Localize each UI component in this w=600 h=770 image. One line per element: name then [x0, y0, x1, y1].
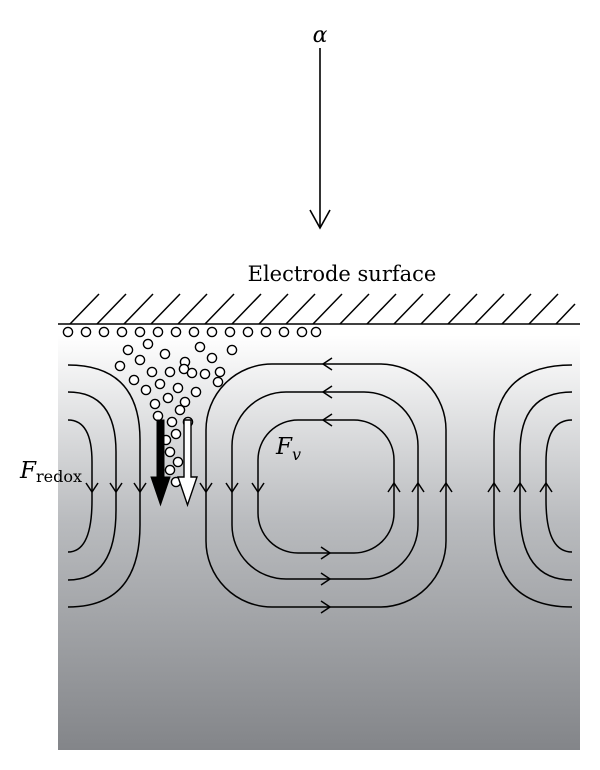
chevron-left-icon: [321, 385, 333, 399]
chevron-up-icon: [487, 481, 501, 493]
center-cell-streamline-middle: [231, 391, 419, 580]
chevron-right-icon: [320, 546, 332, 560]
v-force-arrow: [177, 419, 198, 508]
right-cell-streamline-middle: [519, 391, 573, 581]
right-cell-streamline-outer: [493, 364, 573, 608]
chevron-up-icon: [387, 481, 401, 493]
redox-force-arrow: [150, 419, 171, 507]
left-cell-streamline-inner: [67, 419, 93, 553]
right-cell-streamline-inner: [545, 419, 573, 553]
center-cell-streamline-outer: [205, 363, 447, 608]
alpha-label: α: [313, 23, 328, 48]
chevron-down-icon: [251, 482, 265, 494]
chevron-up-icon: [513, 481, 527, 493]
center-cell-streamline-inner: [257, 419, 395, 554]
flow-direction-chevrons: [85, 357, 553, 614]
gas-bubbles: [62, 326, 322, 488]
left-cell-streamline-outer: [67, 364, 141, 608]
chevron-down-icon: [85, 482, 99, 494]
convection-streamlines: [67, 363, 573, 608]
chevron-down-icon: [225, 482, 239, 494]
chevron-up-icon: [411, 481, 425, 493]
electrode-hatching: [58, 293, 580, 325]
left-cell-streamline-middle: [67, 391, 117, 581]
chevron-right-icon: [320, 572, 332, 586]
chevron-left-icon: [321, 413, 333, 427]
chevron-up-icon: [439, 481, 453, 493]
chevron-up-icon: [539, 481, 553, 493]
f-redox-label: Fredox: [19, 458, 82, 486]
chevron-down-icon: [133, 482, 147, 494]
chevron-down-icon: [199, 482, 213, 494]
electrolyte-region: [58, 335, 580, 750]
chevron-down-icon: [109, 482, 123, 494]
alpha-incoming-arrow: [309, 48, 331, 230]
chevron-right-icon: [320, 600, 332, 614]
electrode-surface-label: Electrode surface: [248, 262, 437, 286]
f-v-label: Fv: [275, 434, 301, 464]
chevron-left-icon: [321, 357, 333, 371]
